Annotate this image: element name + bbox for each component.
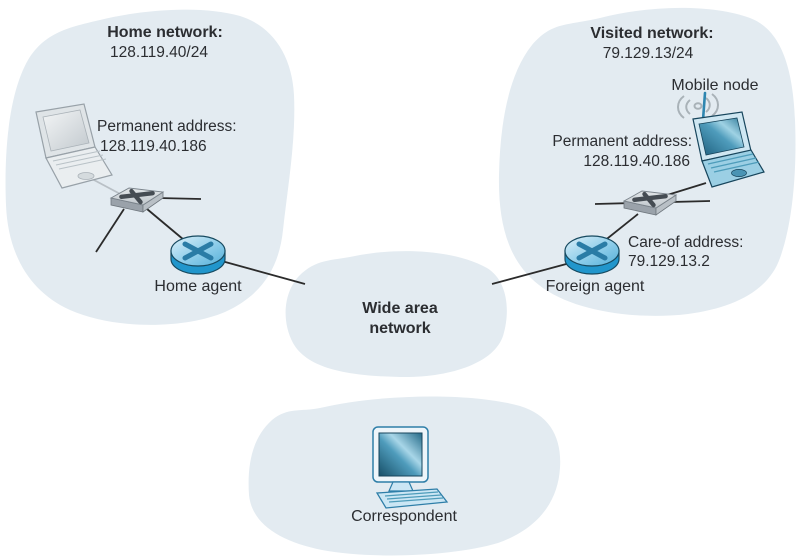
link-foreign-agent-to-wan <box>491 262 571 285</box>
router-icon <box>170 235 226 275</box>
wireless-laptop-icon <box>692 91 765 188</box>
visited-network-blob <box>498 7 796 316</box>
care-of-address-label: Care-of address: <box>628 234 743 251</box>
ethernet-switch-icon <box>622 190 678 216</box>
correspondent-label: Correspondent <box>351 508 457 525</box>
link-home-switch-stub-left <box>95 208 125 253</box>
visited-network-subnet: 79.129.13/24 <box>603 45 694 62</box>
desktop-computer-icon <box>372 426 449 509</box>
mobile-node-label: Mobile node <box>671 77 758 94</box>
link-mobile-node-to-switch <box>663 182 707 197</box>
wan-label-line2: network <box>369 320 430 337</box>
visited-permanent-address-label: Permanent address: <box>552 133 692 150</box>
ethernet-switch-icon <box>109 187 165 213</box>
wifi-waves-icon <box>677 93 719 119</box>
care-of-address-value: 79.129.13.2 <box>628 253 710 270</box>
link-home-switch-stub-right <box>157 197 202 200</box>
home-permanent-address-label: Permanent address: <box>97 118 237 135</box>
home-network-title: Home network: <box>107 24 223 41</box>
router-icon <box>564 235 620 275</box>
visited-permanent-address-value: 128.119.40.186 <box>583 153 690 170</box>
laptop-icon <box>35 103 113 189</box>
home-network-subnet: 128.119.40/24 <box>110 44 208 61</box>
link-home-agent-to-wan <box>217 259 306 285</box>
home-permanent-address-value: 128.119.40.186 <box>100 138 207 155</box>
visited-network-title: Visited network: <box>590 25 713 42</box>
wan-label-line1: Wide area <box>362 300 438 317</box>
home-agent-label: Home agent <box>154 278 242 295</box>
wide-area-network-blob <box>285 251 507 378</box>
foreign-agent-label: Foreign agent <box>546 278 645 295</box>
